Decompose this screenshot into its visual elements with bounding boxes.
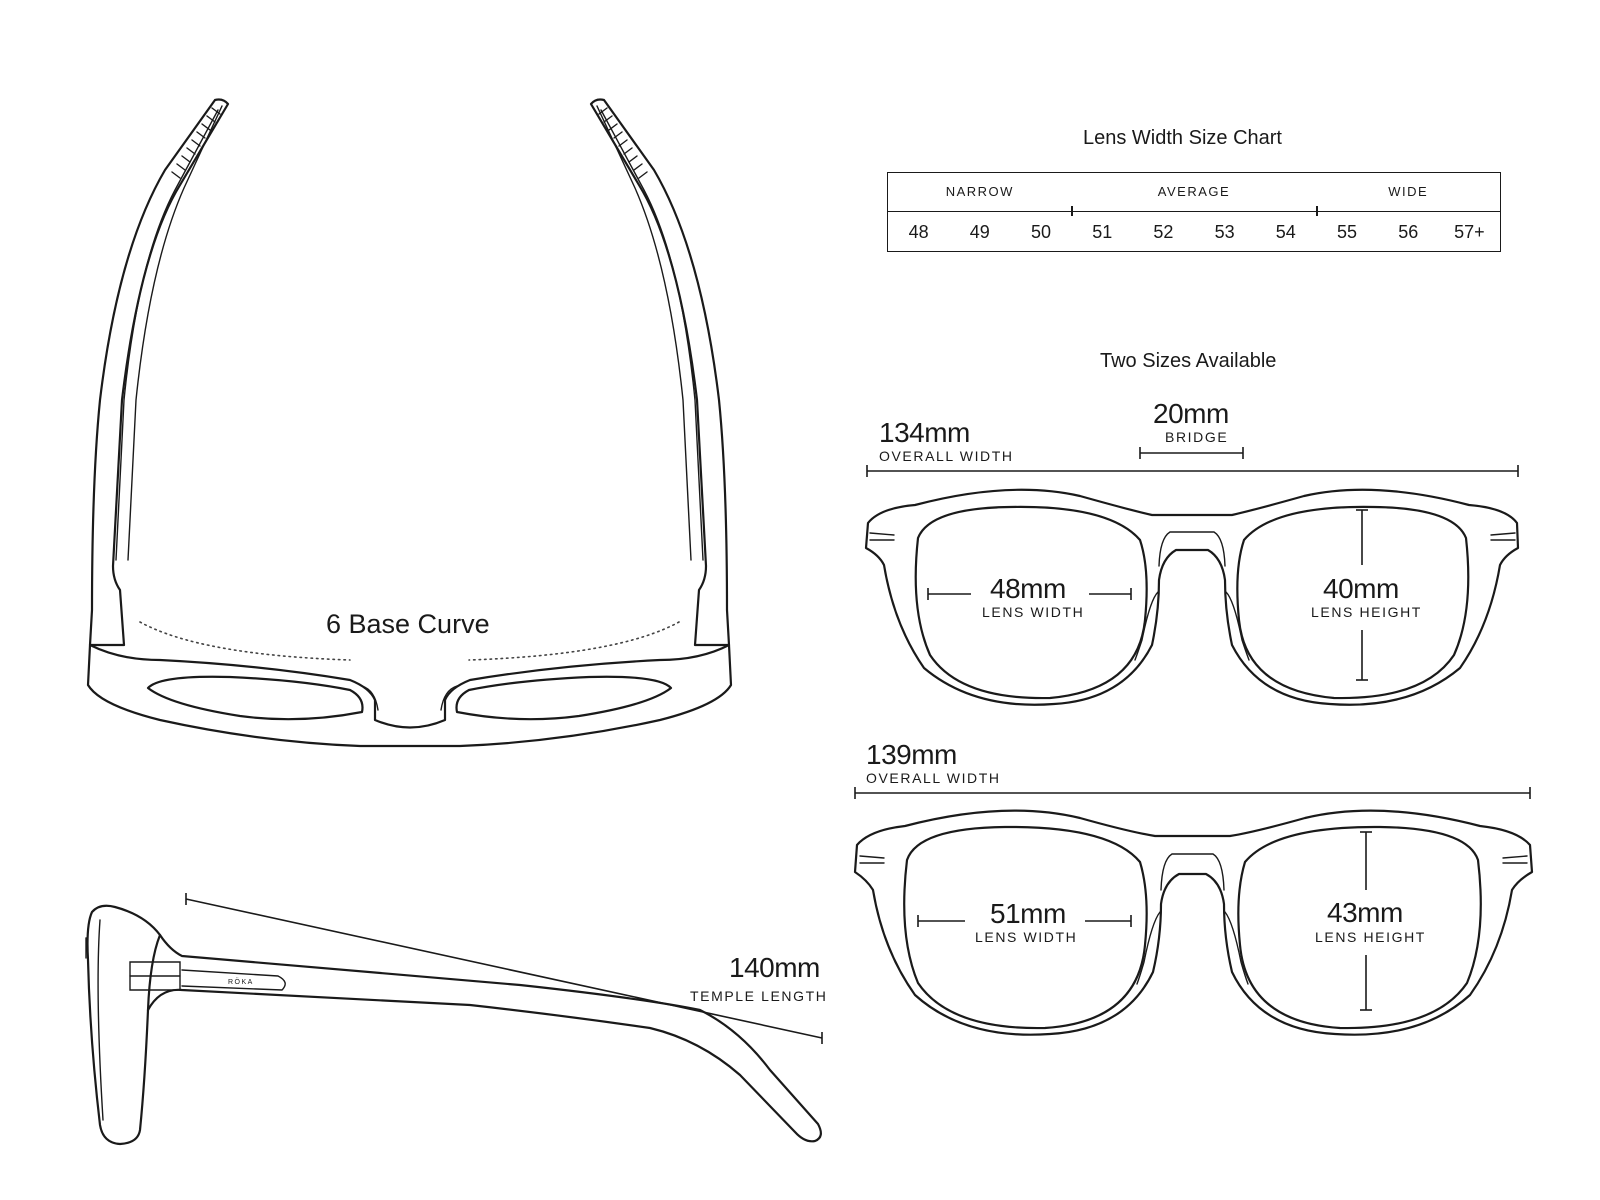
large-right-lens — [1237, 825, 1482, 1030]
base-curve-label: 6 Base Curve — [326, 609, 490, 639]
size-width-cell: 48 — [908, 222, 929, 242]
small-bridge-caption: BRIDGE — [1165, 429, 1229, 445]
side-view-glasses: RÖKA — [85, 893, 823, 1146]
top-nose-bump-right — [440, 685, 458, 711]
large-frame-outline — [853, 809, 1534, 1036]
size-width-cell: 52 — [1153, 222, 1174, 242]
small-nose-pad-left — [1134, 591, 1159, 661]
size-chart-widths: 48 49 50 51 52 53 54 55 56 57+ — [888, 212, 1500, 252]
large-nose-pad-right — [1224, 911, 1249, 985]
size-category-wide: WIDE — [1388, 184, 1429, 199]
top-left-grip-hatching — [171, 107, 221, 179]
front-view-large — [853, 787, 1534, 1036]
small-overall-value: 134mm — [879, 417, 970, 448]
large-lens-height-caption: LENS HEIGHT — [1315, 929, 1426, 945]
large-lens-height-value: 43mm — [1327, 897, 1403, 928]
size-chart-categories: NARROW AVERAGE WIDE — [888, 173, 1500, 212]
top-front-frame — [86, 643, 733, 748]
large-overall-value: 139mm — [866, 739, 957, 770]
small-lens-width-caption: LENS WIDTH — [982, 604, 1085, 620]
small-lens-width-value: 48mm — [990, 573, 1066, 604]
base-curve-arc-left — [139, 621, 351, 661]
size-category-average: AVERAGE — [1157, 184, 1231, 199]
small-lens-height-caption: LENS HEIGHT — [1311, 604, 1422, 620]
large-nose-pad-left — [1136, 911, 1161, 985]
side-front-rim — [86, 904, 162, 1146]
size-chart-title: Lens Width Size Chart — [1083, 127, 1282, 149]
two-sizes-title: Two Sizes Available — [1100, 350, 1277, 372]
top-left-temple-inner-2 — [127, 105, 223, 561]
size-width-cell: 54 — [1275, 222, 1296, 242]
large-lens-width-caption: LENS WIDTH — [975, 929, 1078, 945]
side-hinge-block — [129, 961, 181, 991]
size-width-cell: 57+ — [1454, 222, 1485, 242]
size-width-cell: 53 — [1214, 222, 1235, 242]
side-logo-text: RÖKA — [228, 978, 254, 986]
small-bridge-value: 20mm — [1153, 398, 1229, 429]
top-right-temple-outer — [589, 98, 731, 647]
large-bridge-inner — [1160, 853, 1225, 891]
top-left-lens — [146, 675, 364, 721]
top-left-temple-outer — [88, 98, 230, 647]
top-right-temple-inner — [600, 109, 704, 561]
large-overall-caption: OVERALL WIDTH — [866, 770, 1001, 786]
temple-length-caption: TEMPLE LENGTH — [690, 988, 828, 1004]
size-chart-table: NARROW AVERAGE WIDE 48 49 50 51 52 53 54… — [887, 172, 1501, 252]
temple-length-dim-line — [185, 898, 823, 1039]
size-width-cell: 50 — [1030, 222, 1052, 242]
side-logo-plate — [181, 969, 286, 991]
top-nose-bump-left — [361, 685, 379, 711]
small-frame-outline — [864, 488, 1520, 706]
side-front-rim-inner — [97, 919, 104, 1121]
top-view-glasses — [86, 98, 733, 748]
size-width-cell: 55 — [1337, 222, 1358, 242]
small-right-lens — [1236, 505, 1470, 700]
size-width-cell: 56 — [1398, 222, 1419, 242]
large-lens-width-value: 51mm — [990, 898, 1066, 929]
size-width-cell: 51 — [1092, 222, 1113, 242]
large-left-lens — [903, 825, 1148, 1030]
size-width-cell: 49 — [969, 222, 990, 242]
top-right-grip-hatching — [598, 107, 648, 179]
large-right-hinge-stud — [1502, 855, 1528, 864]
front-view-small — [864, 447, 1520, 706]
base-curve-arc-right — [468, 621, 680, 661]
small-bridge-inner — [1158, 531, 1226, 567]
size-chart-divider-2 — [1316, 206, 1318, 216]
small-right-hinge-stud — [1490, 532, 1516, 541]
size-category-narrow: NARROW — [945, 184, 1014, 199]
small-left-lens — [914, 505, 1148, 700]
side-temple-arm — [146, 933, 822, 1143]
top-right-lens — [455, 675, 673, 721]
temple-length-value: 140mm — [729, 952, 820, 983]
small-overall-caption: OVERALL WIDTH — [879, 448, 1014, 464]
top-left-temple-inner — [115, 109, 219, 561]
small-nose-pad-right — [1225, 591, 1250, 661]
size-chart-divider-1 — [1071, 206, 1073, 216]
small-lens-height-value: 40mm — [1323, 573, 1399, 604]
top-right-temple-inner-2 — [596, 105, 692, 561]
small-left-hinge-stud — [869, 532, 895, 541]
large-left-hinge-stud — [859, 855, 885, 864]
